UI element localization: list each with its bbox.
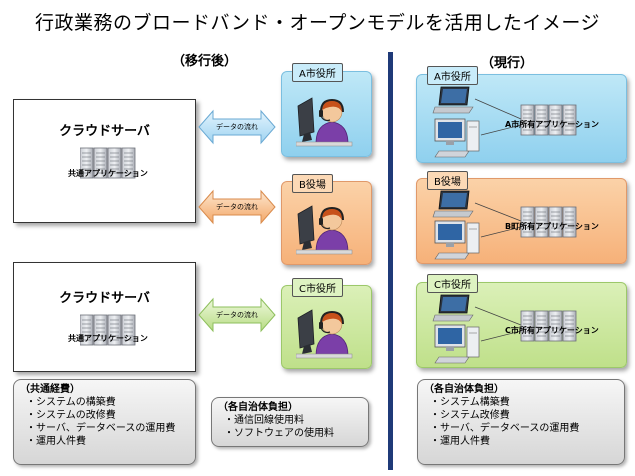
data-flow-label-c: データの流れ — [216, 311, 258, 319]
cloud-server-box-2: クラウドサーバ 共通アプリケーション — [13, 262, 196, 372]
common-app-label: 共通アプリケーション — [68, 334, 148, 343]
operator-icon — [296, 97, 353, 147]
current-app-a-label: A市所有アプリケーション — [505, 120, 600, 129]
common-cost-item: ・サーバ、データベースの運用費 — [26, 423, 176, 434]
current-municipality-a-box: A市所有アプリケーション — [416, 74, 627, 163]
current-municipality-b-box: B町所有アプリケーション — [416, 178, 627, 264]
municipality-c-tag: C市役所 — [292, 278, 343, 297]
cloud-server-title: クラウドサーバ — [59, 291, 150, 306]
current-b-network — [432, 190, 577, 260]
local-cost-current-item: ・運用人件費 — [430, 436, 490, 447]
data-flow-label-a: データの流れ — [216, 123, 258, 131]
current-label: （現行） — [481, 56, 534, 71]
common-cost-item: ・運用人件費 — [26, 436, 86, 447]
data-flow-arrow-b — [198, 189, 276, 225]
current-a-network — [432, 86, 577, 158]
local-cost-after-item: ・通信回線使用料 — [224, 415, 304, 426]
current-municipality-c-tag: C市役所 — [427, 274, 478, 293]
cloud-server-title: クラウドサーバ — [59, 124, 150, 139]
municipality-a-tag: A市役所 — [292, 63, 343, 82]
local-cost-after-item: ・ソフトウェアの使用料 — [224, 428, 334, 439]
local-cost-current-item: ・システム構築費 — [430, 397, 510, 408]
municipality-b-box — [281, 181, 372, 265]
common-cost-item: ・システムの改修費 — [26, 410, 116, 421]
common-cost-item: ・システムの構築費 — [26, 397, 116, 408]
municipality-a-box — [281, 71, 372, 157]
page-title: 行政業務のブロードバンド・オープンモデルを活用したイメージ — [35, 12, 600, 34]
data-flow-arrow-a — [198, 109, 276, 145]
current-municipality-b-tag: B役場 — [427, 171, 468, 190]
current-app-b-label: B町所有アプリケーション — [505, 222, 599, 231]
common-cost-header: （共通経費） — [20, 384, 80, 395]
current-c-network — [432, 294, 577, 364]
operator-icon — [296, 205, 353, 255]
operator-icon — [296, 309, 353, 359]
current-municipality-a-tag: A市役所 — [427, 66, 478, 85]
municipality-c-box — [281, 285, 372, 369]
local-cost-after-header: （各自治体負担） — [218, 402, 298, 413]
current-municipality-c-box: C市所有アプリケーション — [416, 282, 627, 368]
cloud-server-box-1: クラウドサーバ 共通アプリケーション — [13, 99, 196, 223]
data-flow-label-b: データの流れ — [216, 203, 258, 211]
section-divider — [388, 52, 393, 470]
local-cost-after-box: （各自治体負担） ・通信回線使用料 ・ソフトウェアの使用料 — [211, 397, 369, 447]
after-migration-label: （移行後） — [172, 54, 238, 69]
local-cost-current-box: （各自治体負担） ・システム構築費 ・システム改修費 ・サーバ、データベースの運… — [417, 379, 625, 465]
municipality-b-tag: B役場 — [292, 174, 333, 193]
common-app-label: 共通アプリケーション — [68, 169, 148, 178]
common-cost-box: （共通経費） ・システムの構築費 ・システムの改修費 ・サーバ、データベースの運… — [13, 379, 196, 465]
current-app-c-label: C市所有アプリケーション — [505, 326, 599, 335]
local-cost-current-header: （各自治体負担） — [424, 384, 504, 395]
local-cost-current-item: ・システム改修費 — [430, 410, 510, 421]
data-flow-arrow-c — [198, 297, 276, 333]
local-cost-current-item: ・サーバ、データベースの運用費 — [430, 423, 580, 434]
